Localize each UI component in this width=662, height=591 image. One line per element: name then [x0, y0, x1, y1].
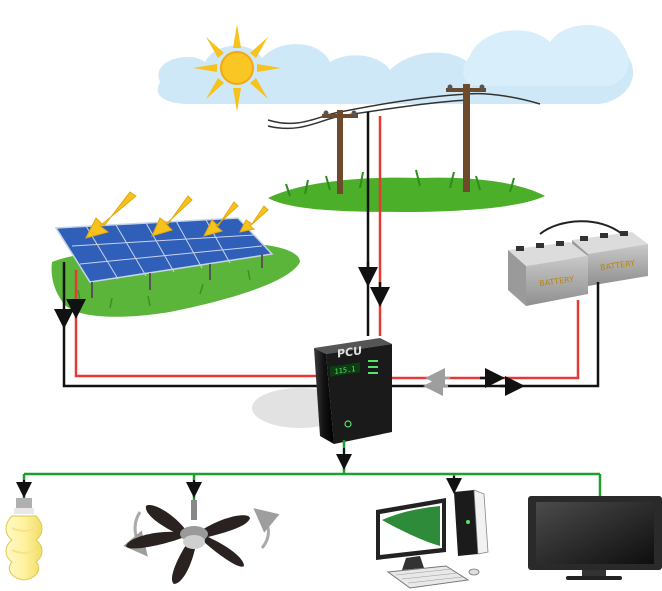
ceiling-fan-icon: [123, 500, 280, 584]
ac-distribution-bus: [16, 440, 602, 500]
grid-to-pcu-wires: [358, 112, 390, 336]
battery-bank: BATTERY BATTERY: [508, 220, 648, 306]
pcu-display: 115.1: [334, 364, 355, 376]
sun-icon: [193, 24, 281, 112]
pcu-label: PCU: [337, 344, 362, 360]
solar-panel-icon: [51, 191, 300, 317]
solar-to-pcu-wires: [54, 262, 318, 388]
clouds: [157, 25, 634, 104]
battery-icon: BATTERY: [572, 231, 648, 286]
pcu-unit-icon: PCU 115.1: [252, 338, 392, 444]
pcu-battery-wires: [392, 282, 600, 396]
television-icon: [528, 496, 662, 580]
cfl-bulb-icon: [5, 498, 43, 581]
battery-icon: BATTERY: [508, 241, 588, 306]
desktop-computer-icon: [376, 489, 489, 589]
power-pole-icon: [267, 84, 545, 212]
